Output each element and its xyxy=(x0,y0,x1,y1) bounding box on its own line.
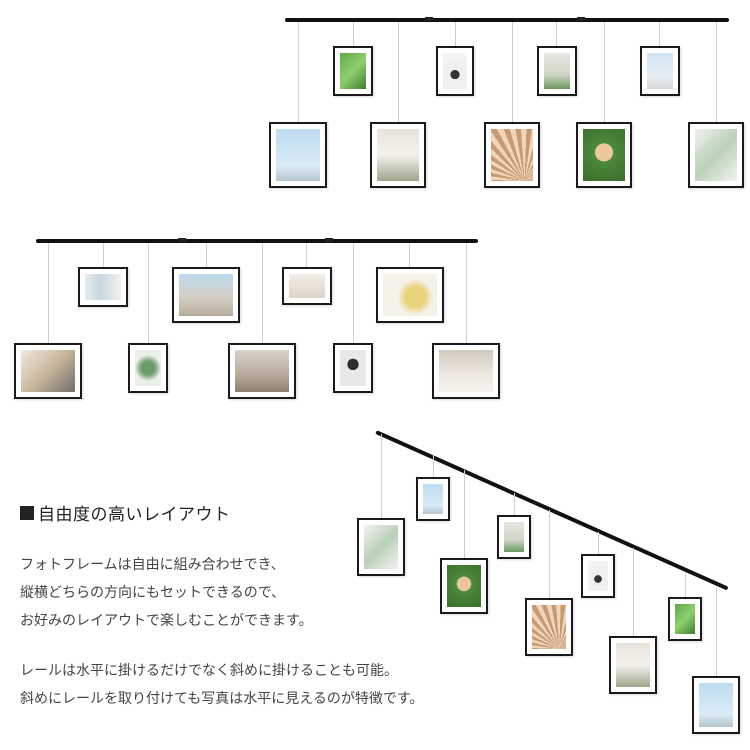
photo-frame-sea-2 xyxy=(416,477,450,521)
wire xyxy=(598,532,599,554)
photo-frame-leaf xyxy=(333,46,373,96)
room-photo xyxy=(85,274,121,300)
wire xyxy=(455,22,456,46)
wire xyxy=(556,22,557,46)
rail-clip xyxy=(577,17,585,21)
wire xyxy=(433,455,434,477)
photo-frame-camera-2 xyxy=(581,554,615,598)
bedroom-photo xyxy=(439,350,493,392)
photo-frame-hat-2 xyxy=(440,558,488,614)
wire xyxy=(604,22,605,122)
photo-frame-portrait xyxy=(333,343,373,393)
camera-photo xyxy=(443,53,467,89)
bridge-photo xyxy=(235,350,289,392)
wire xyxy=(206,243,207,267)
hat-photo xyxy=(583,129,625,181)
plant-photo xyxy=(504,522,524,552)
wire xyxy=(716,22,717,122)
building-photo xyxy=(179,274,233,316)
sea-photo xyxy=(699,683,733,727)
wire xyxy=(262,243,263,343)
photo-frame-camera xyxy=(436,46,474,96)
photo-frame-building xyxy=(172,267,240,323)
photo-frame-plant xyxy=(537,46,577,96)
food-photo xyxy=(21,350,75,392)
fan-photo xyxy=(532,605,566,649)
plant-photo xyxy=(544,53,570,89)
photo-frame-plant-2 xyxy=(497,515,531,559)
text-line: フォトフレームは自由に組み合わせでき、 xyxy=(20,557,285,573)
wire xyxy=(464,470,465,558)
text-line: 斜めにレールを取り付けても写真は水平に見えるのが特徴です。 xyxy=(20,691,424,707)
photo-frame-flowers xyxy=(376,267,444,323)
wire xyxy=(466,243,467,343)
wire xyxy=(103,243,104,267)
wire xyxy=(659,22,660,46)
paragraph-diagonal: レールは水平に掛けるだけでなく斜めに掛けることも可能。 斜めにレールを取り付けて… xyxy=(20,657,540,713)
rail-clip xyxy=(425,17,433,21)
fan-photo xyxy=(491,129,533,181)
hat-photo xyxy=(447,565,481,607)
wire xyxy=(353,22,354,46)
wire xyxy=(48,243,49,343)
eucalyptus-photo xyxy=(364,525,398,569)
wire xyxy=(716,588,717,676)
photo-frame-agave xyxy=(128,343,168,393)
paragraph-combination: フォトフレームは自由に組み合わせでき、 縦横どちらの方向にもセットできるので、 … xyxy=(20,551,540,635)
flowers-photo xyxy=(383,274,437,316)
photo-frame-dress-2 xyxy=(609,636,657,694)
agave-photo xyxy=(135,350,161,386)
photo-frame-objects xyxy=(282,267,332,305)
rail-clip xyxy=(325,238,333,242)
wire xyxy=(549,510,550,598)
wire xyxy=(148,243,149,343)
wire xyxy=(398,22,399,122)
text-line: 縦横どちらの方向にもセットできるので、 xyxy=(20,585,286,601)
text-line: お好みのレイアウトで楽しむことができます。 xyxy=(20,613,313,629)
dress-photo xyxy=(616,643,650,687)
rail-horizontal-middle xyxy=(36,239,478,243)
sea-photo xyxy=(276,129,320,181)
photo-frame-sea-3 xyxy=(692,676,740,734)
wire xyxy=(514,493,515,515)
wire xyxy=(353,243,354,343)
figure-photo xyxy=(647,53,673,89)
photo-frame-eucalyptus xyxy=(688,122,744,188)
text-line: レールは水平に掛けるだけでなく斜めに掛けることも可能。 xyxy=(20,663,398,679)
feature-description: 自由度の高いレイアウト フォトフレームは自由に組み合わせでき、 縦横どちらの方向… xyxy=(20,500,540,735)
heading-text: 自由度の高いレイアウト xyxy=(38,505,231,525)
wire xyxy=(298,22,299,122)
wire xyxy=(409,243,410,267)
photo-frame-bridge xyxy=(228,343,296,399)
objects-photo xyxy=(289,274,325,298)
photo-frame-hat xyxy=(576,122,632,188)
wire xyxy=(512,22,513,122)
wire xyxy=(633,548,634,636)
wire xyxy=(306,243,307,267)
photo-frame-food xyxy=(14,343,82,399)
wire xyxy=(381,434,382,518)
photo-frame-fan xyxy=(484,122,540,188)
portrait-photo xyxy=(340,350,366,386)
rail-clip xyxy=(178,238,186,242)
camera-photo xyxy=(588,561,608,591)
photo-frame-dress xyxy=(370,122,426,188)
dress-photo xyxy=(377,129,419,181)
photo-frame-eucalyptus-2 xyxy=(357,518,405,576)
wire xyxy=(685,572,686,597)
photo-frame-fan-2 xyxy=(525,598,573,656)
rail-horizontal-top xyxy=(285,18,729,22)
heading-square-icon xyxy=(20,505,34,520)
photo-frame-sea xyxy=(269,122,327,188)
leaf-photo xyxy=(340,53,366,89)
sea-photo xyxy=(423,484,443,514)
photo-frame-figure xyxy=(640,46,680,96)
photo-frame-leaf-2 xyxy=(668,597,702,641)
photo-frame-room xyxy=(78,267,128,307)
photo-frame-bedroom xyxy=(432,343,500,399)
leaf-photo xyxy=(675,604,695,634)
section-heading: 自由度の高いレイアウト xyxy=(20,500,540,525)
eucalyptus-photo xyxy=(695,129,737,181)
